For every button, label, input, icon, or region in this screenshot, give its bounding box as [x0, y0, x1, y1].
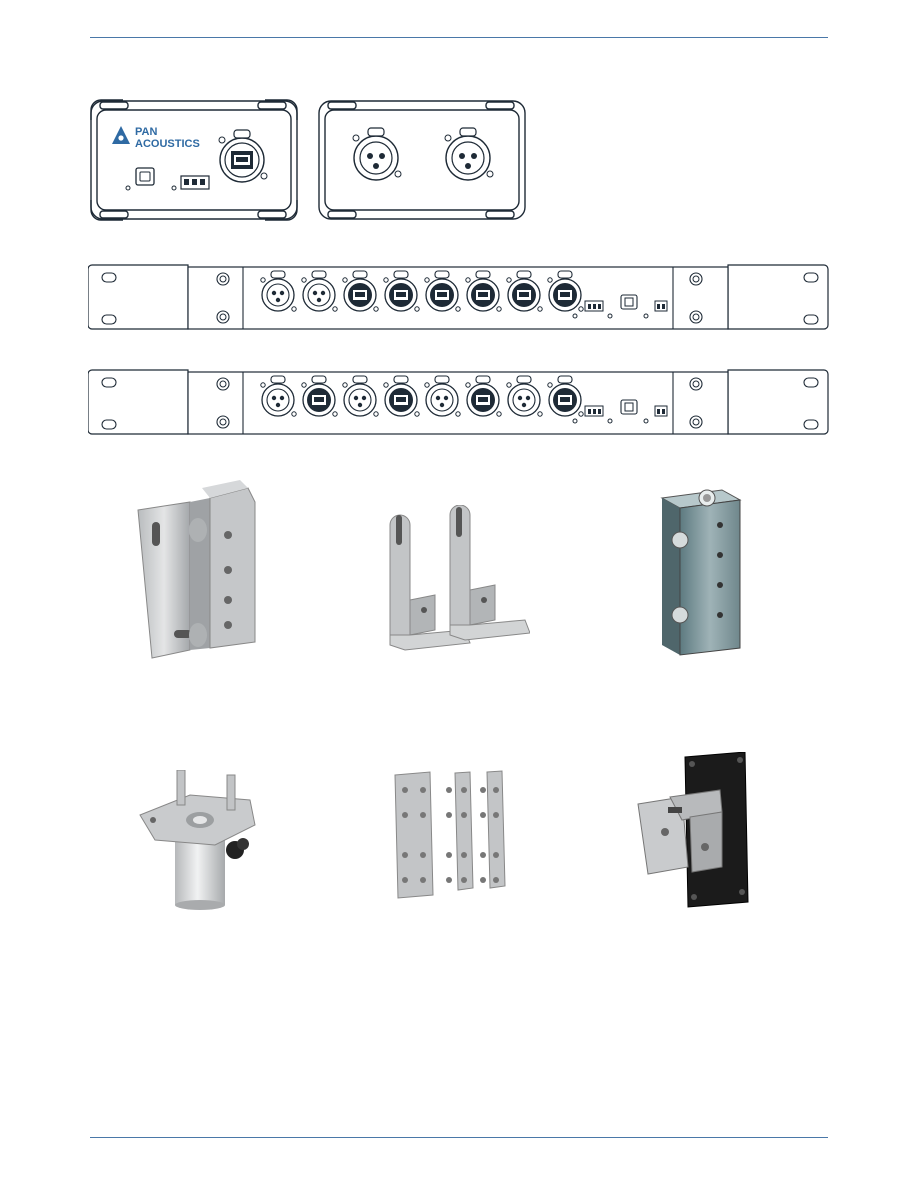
- wall-mount-bracket: [630, 752, 755, 912]
- rack-slot-icon: [102, 315, 116, 324]
- header-rule: [90, 37, 828, 38]
- led-indicator-icon: [608, 314, 612, 318]
- screw-icon: [690, 311, 702, 323]
- rack-slot-icon: [804, 273, 818, 282]
- led-indicator-icon: [644, 419, 648, 423]
- rack-unit-1: [88, 263, 832, 335]
- xlr-connector-icon: [353, 128, 401, 180]
- pole-mount-adapter: [135, 770, 270, 910]
- link-plate-icon: [385, 770, 510, 900]
- logo-line1: PAN: [135, 126, 157, 138]
- rack-slot-icon: [804, 420, 818, 429]
- screw-icon: [217, 311, 229, 323]
- rack-slot-icon: [102, 273, 116, 282]
- rack-unit-2-outline: [88, 370, 828, 434]
- rack-slot-icon: [102, 420, 116, 429]
- pan-acoustics-logo: PAN ACOUSTICS: [112, 126, 200, 150]
- footer-rule: [90, 1137, 828, 1138]
- led-indicator-icon: [573, 314, 577, 318]
- column-clamp-icon: [652, 480, 747, 660]
- terminal-block-icon: [655, 301, 667, 311]
- rack-slot-icon: [804, 315, 818, 324]
- xlr-box-panel: [316, 98, 528, 222]
- rack-unit-1-outline: [88, 265, 828, 329]
- screw-icon: [217, 378, 229, 390]
- rack-slot-icon: [804, 378, 818, 387]
- screw-icon: [690, 416, 702, 428]
- terminal-block-icon: [655, 406, 667, 416]
- screw-icon: [217, 416, 229, 428]
- screw-icon: [217, 273, 229, 285]
- xlr-connector-icon: [445, 128, 493, 180]
- rack-unit-2: [88, 368, 832, 440]
- usb-port-icon: [621, 295, 637, 309]
- usb-port-icon: [136, 168, 154, 185]
- screw-icon: [690, 378, 702, 390]
- link-plates: [385, 770, 510, 900]
- l-bracket-icon: [380, 505, 530, 655]
- rack-slot-icon: [102, 378, 116, 387]
- ethercon-icon: [219, 130, 267, 182]
- led-indicator-icon: [644, 314, 648, 318]
- terminal-block-icon: [181, 176, 209, 189]
- led-indicator-icon: [608, 419, 612, 423]
- u-bracket: [130, 480, 270, 670]
- logo-line2: ACOUSTICS: [135, 138, 200, 150]
- u-bracket-icon: [130, 480, 270, 670]
- screw-icon: [690, 273, 702, 285]
- l-bracket-pair: [380, 505, 530, 655]
- column-clamp: [652, 480, 747, 660]
- terminal-block-icon: [585, 406, 603, 416]
- terminal-block-icon: [585, 301, 603, 311]
- pole-mount-icon: [135, 770, 270, 910]
- led-indicator-icon: [573, 419, 577, 423]
- control-box-panel: PAN ACOUSTICS: [88, 98, 300, 222]
- usb-port-icon: [621, 400, 637, 414]
- wall-mount-icon: [630, 752, 755, 912]
